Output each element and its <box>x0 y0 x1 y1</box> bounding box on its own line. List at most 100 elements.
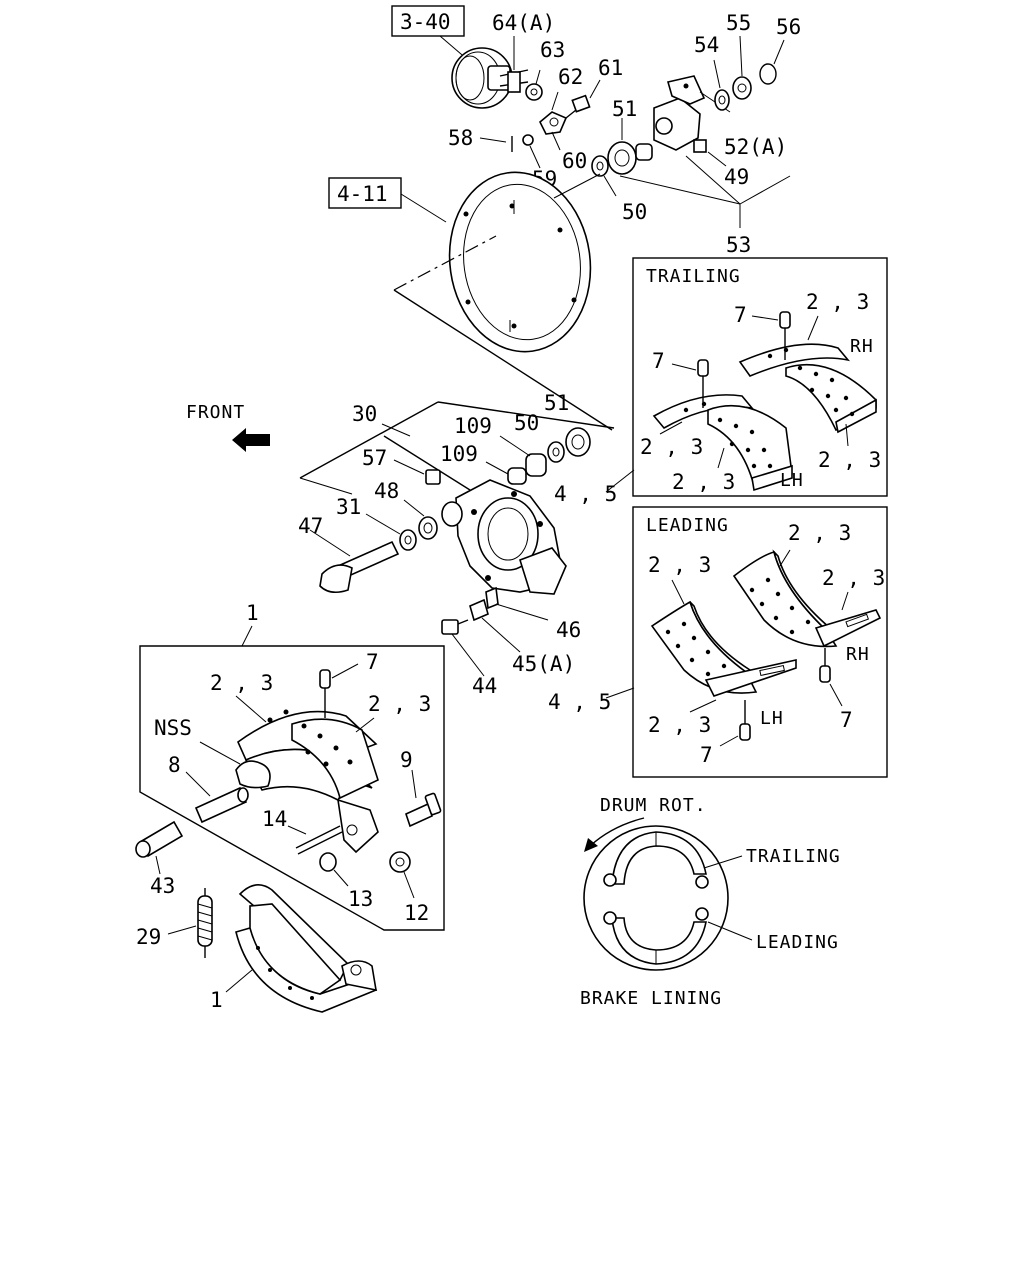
label-1-box: 1 <box>246 601 259 625</box>
label-2-3-leading-b: 2 , 3 <box>648 553 711 577</box>
label-nss: NSS <box>154 716 192 740</box>
part-7-leading-b <box>719 700 751 747</box>
part-56 <box>759 39 785 85</box>
label-2-3-trailing-c: 2 , 3 <box>672 470 735 494</box>
trailing-box-title: TRAILING <box>646 266 741 287</box>
label-8: 8 <box>168 753 181 777</box>
trailing-box: TRAILING <box>632 257 888 497</box>
front-arrow-icon <box>232 428 270 452</box>
ref-box-4-11 <box>328 177 402 209</box>
label-60: 60 <box>562 149 587 173</box>
label-2-3-box-b: 2 , 3 <box>368 692 431 716</box>
label-29: 29 <box>136 925 161 949</box>
dust-shield-assembly: 4-11 <box>328 171 613 431</box>
spider-assembly: 30 109 50 51 109 57 48 31 47 4 , 5 46 45… <box>298 391 635 698</box>
label-7-box: 7 <box>366 650 379 674</box>
label-4-5-leading: 4 , 5 <box>548 690 611 714</box>
part-31 <box>365 513 417 551</box>
label-47: 47 <box>298 514 323 538</box>
lining-rh-leading <box>732 549 882 648</box>
label-62: 62 <box>558 65 583 89</box>
part-61 <box>565 79 601 119</box>
part-55 <box>732 35 752 100</box>
label-7-leading-b: 7 <box>700 743 713 767</box>
label-51-top: 51 <box>612 97 637 121</box>
part-51-mid <box>565 427 591 457</box>
dust-shield <box>448 171 592 353</box>
label-46: 46 <box>556 618 581 642</box>
part-54 <box>713 59 730 111</box>
label-lh-leading: LH <box>760 708 784 729</box>
label-49: 49 <box>724 165 749 189</box>
part-7-leading-a <box>819 648 843 707</box>
label-2-3-box-a: 2 , 3 <box>210 671 273 695</box>
part-13 <box>319 852 349 887</box>
part-46 <box>485 586 549 621</box>
leading-box: LEADING <box>632 506 888 778</box>
lining-lh-leading <box>650 600 797 697</box>
label-54: 54 <box>694 33 719 57</box>
ref-3-40: 3-40 <box>400 10 451 34</box>
part-50-mid <box>547 441 565 463</box>
label-rh-leading: RH <box>846 644 870 665</box>
part-52a <box>653 75 731 151</box>
part-12 <box>389 851 415 899</box>
part-43: 43 <box>135 820 184 898</box>
part-109-a <box>499 435 547 477</box>
label-50-mid: 50 <box>514 411 539 435</box>
label-13: 13 <box>348 887 373 911</box>
label-4-5-mid: 4 , 5 <box>554 482 617 506</box>
label-64a: 64(A) <box>492 11 555 35</box>
label-52a: 52(A) <box>724 135 787 159</box>
part-7-trailing-a <box>751 311 791 360</box>
part-51-top <box>607 118 637 175</box>
label-43: 43 <box>150 874 175 898</box>
label-12: 12 <box>404 901 429 925</box>
part-62 <box>539 91 568 135</box>
label-7-trailing-b: 7 <box>652 349 665 373</box>
label-63: 63 <box>540 38 565 62</box>
brake-shoe-upper <box>235 709 379 854</box>
label-2-3-leading-a: 2 , 3 <box>788 521 851 545</box>
front-label: FRONT <box>186 402 245 423</box>
part-58 <box>479 136 513 152</box>
part-29-spring: 29 <box>136 888 213 958</box>
ref-4-11: 4-11 <box>337 182 388 206</box>
part-59 <box>522 134 541 169</box>
label-30: 30 <box>352 402 377 426</box>
label-14: 14 <box>262 807 287 831</box>
lining-lh-trailing <box>652 394 793 492</box>
leading-box-title: LEADING <box>646 515 729 536</box>
part-50-top <box>591 155 617 197</box>
label-2-3-trailing-a: 2 , 3 <box>806 290 869 314</box>
part-7-trailing-b <box>671 359 709 408</box>
part-47-camshaft <box>309 529 400 594</box>
label-7-leading-a: 7 <box>840 708 853 732</box>
brake-lining-label: BRAKE LINING <box>580 988 722 1009</box>
label-2-3-trailing-d: 2 , 3 <box>818 448 881 472</box>
brake-shoe-lower: 1 <box>210 884 378 1013</box>
label-53: 53 <box>726 233 751 257</box>
part-9 <box>405 769 442 828</box>
part-63 <box>525 69 543 101</box>
drum-rotation-legend: DRUM ROT. TRAILING LEADING BRAKE LINING <box>580 795 840 1009</box>
label-2-3-leading-d: 2 , 3 <box>648 713 711 737</box>
label-51-mid: 51 <box>544 391 569 415</box>
part-49 <box>693 139 727 167</box>
label-48: 48 <box>374 479 399 503</box>
label-109-b: 109 <box>440 442 478 466</box>
part-64a <box>507 36 521 93</box>
leading-legend-label: LEADING <box>756 932 839 953</box>
label-44: 44 <box>472 674 497 698</box>
label-61: 61 <box>598 56 623 80</box>
front-indicator: FRONT <box>186 402 270 452</box>
top-assembly: 3-40 <box>391 5 801 257</box>
part-44 <box>441 619 485 677</box>
drum-rot-label: DRUM ROT. <box>600 795 707 816</box>
label-2-3-trailing-b: 2 , 3 <box>640 435 703 459</box>
label-57: 57 <box>362 446 387 470</box>
label-9: 9 <box>400 748 413 772</box>
label-109-a: 109 <box>454 414 492 438</box>
label-lh-trailing: LH <box>780 470 804 491</box>
